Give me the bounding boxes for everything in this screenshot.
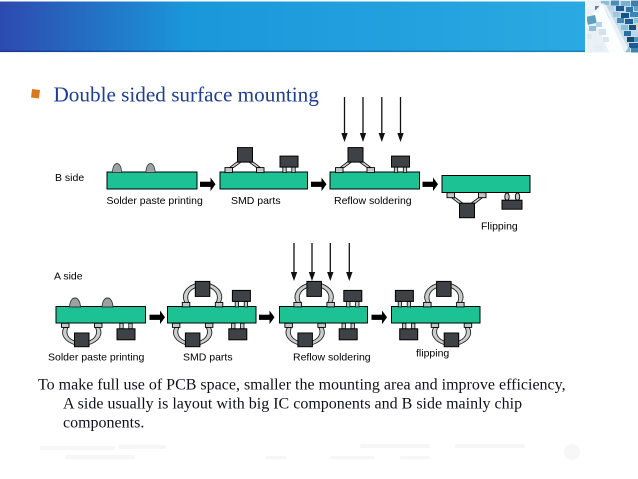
svg-text:A side usually is layout with: A side usually is layout with big IC com…	[63, 396, 522, 413]
svg-text:Reflow soldering: Reflow soldering	[334, 195, 412, 207]
svg-text:SMD parts: SMD parts	[231, 195, 281, 207]
svg-text:SMD parts: SMD parts	[183, 352, 233, 364]
svg-text:Solder paste printing: Solder paste printing	[48, 352, 144, 364]
svg-text:A side: A side	[54, 271, 83, 283]
svg-text:Reflow soldering: Reflow soldering	[293, 352, 371, 364]
svg-text:Solder paste printing: Solder paste printing	[107, 195, 203, 207]
svg-text:components.: components.	[63, 414, 144, 431]
svg-text:Flipping: Flipping	[481, 221, 518, 233]
svg-text:To make full use of PCB space,: To make full use of PCB space, smaller t…	[38, 376, 566, 393]
svg-text:Double sided surface mounting: Double sided surface mounting	[54, 83, 320, 107]
svg-text:B side: B side	[55, 172, 84, 184]
svg-text:flipping: flipping	[416, 348, 449, 360]
